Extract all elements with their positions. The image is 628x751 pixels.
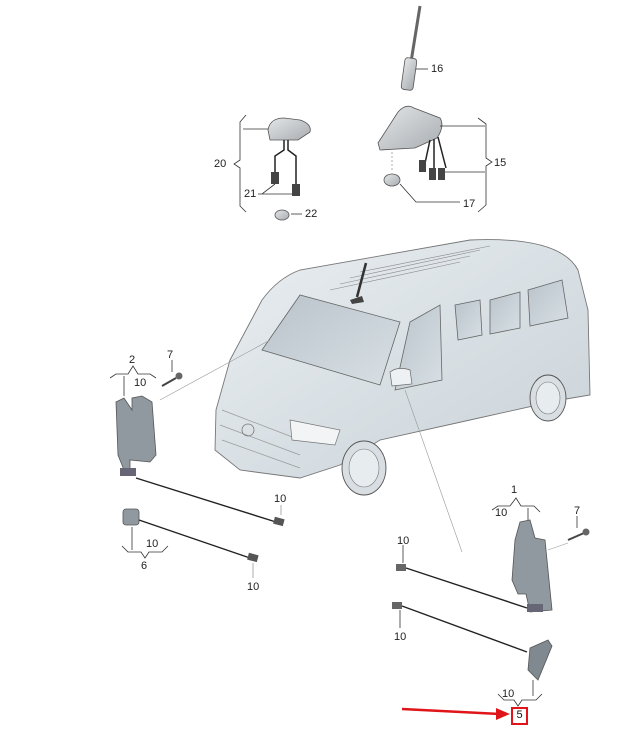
leader-line	[159, 339, 271, 401]
label-part-1[interactable]: 1	[511, 484, 518, 496]
van-illustration	[214, 239, 591, 496]
label-part-10-a[interactable]: 10	[274, 493, 287, 505]
label-part-5-highlighted[interactable]: 5	[511, 707, 528, 725]
label-part-15[interactable]: 15	[494, 157, 507, 169]
nut-part-22[interactable]	[274, 209, 302, 221]
nut-part-17[interactable]	[383, 152, 460, 203]
connector-part-21[interactable]	[258, 172, 300, 196]
label-part-20[interactable]: 20	[214, 158, 227, 170]
label-part-2[interactable]: 2	[129, 354, 136, 366]
label-part-10-b[interactable]: 10	[247, 581, 260, 593]
highlight-arrow	[401, 707, 510, 720]
label-part-5-sub[interactable]: 10	[502, 688, 515, 700]
label-part-21[interactable]: 21	[244, 188, 257, 200]
label-part-17[interactable]: 17	[463, 198, 476, 210]
label-part-6-sub[interactable]: 10	[146, 538, 159, 550]
sensor-bracket-part-1[interactable]	[491, 497, 553, 613]
label-part-22[interactable]: 22	[305, 208, 318, 220]
cable-right-lower[interactable]	[392, 602, 528, 653]
label-part-7-right[interactable]: 7	[574, 505, 581, 517]
screw-part-7-left[interactable]	[161, 360, 183, 387]
cable-left-upper[interactable]	[135, 477, 285, 527]
label-part-6[interactable]: 6	[141, 560, 148, 572]
label-part-16[interactable]: 16	[431, 63, 444, 75]
sensor-bracket-part-2[interactable]	[109, 365, 157, 476]
antenna-base-part-20[interactable]	[233, 114, 311, 213]
leader-line	[404, 389, 463, 553]
label-part-2-sub[interactable]: 10	[134, 377, 147, 389]
label-part-10-c[interactable]: 10	[397, 535, 410, 547]
roof-antenna-part-15[interactable]	[377, 105, 493, 213]
sensor-part-5[interactable]	[497, 639, 553, 707]
rod-antenna-part-16[interactable]	[400, 5, 428, 91]
label-part-10-d[interactable]: 10	[394, 631, 407, 643]
sensor-part-6[interactable]	[121, 508, 259, 578]
label-part-7-left[interactable]: 7	[167, 349, 174, 361]
screw-part-7-right[interactable]	[547, 516, 590, 551]
cable-right-upper[interactable]	[396, 545, 528, 609]
label-part-1-sub[interactable]: 10	[495, 507, 508, 519]
